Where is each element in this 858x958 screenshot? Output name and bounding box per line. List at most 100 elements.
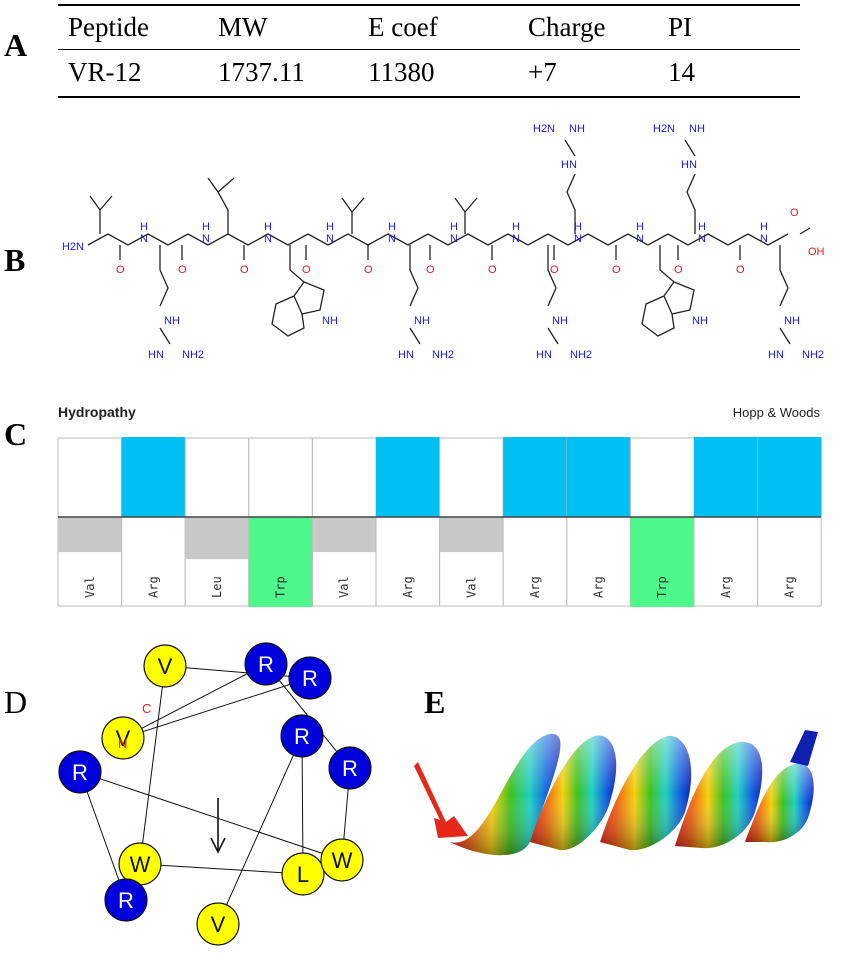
bond [271, 295, 305, 337]
wheel-connector [79, 771, 127, 901]
amide-n: N [140, 233, 148, 245]
bond [409, 327, 421, 345]
carbonyl-oxygen: O [612, 264, 621, 276]
helix-end [790, 730, 818, 766]
residue-name: Arg [719, 576, 733, 598]
hydropathy-title: Hydropathy [58, 404, 136, 420]
guanidine-h2n: H2N [653, 123, 675, 135]
hydropathy-bar [185, 517, 249, 560]
guanidine-nh: NH [784, 315, 800, 327]
bond [779, 245, 789, 307]
amide-n: N [512, 233, 520, 245]
carbonyl-oxygen: O [178, 264, 187, 276]
carbonyl-oxygen: O [116, 264, 125, 276]
hydropathy-bar [121, 437, 186, 517]
guanidine-nh: NH [689, 123, 705, 135]
guanidine-nh2: NH2 [802, 349, 824, 361]
wheel-residue-letter: R [258, 652, 274, 677]
carbonyl-oxygen: O [674, 264, 683, 276]
amide-h: H [202, 221, 210, 233]
bond [289, 245, 305, 283]
wheel-connector [301, 735, 304, 875]
hydropathy-scale: Hopp & Woods [733, 405, 821, 420]
bond [87, 233, 789, 246]
indole-nh: NH [692, 315, 708, 327]
bond [564, 139, 576, 157]
helix-turn-shade [600, 735, 692, 851]
bond [454, 197, 478, 234]
panel-letter-a: A [4, 27, 28, 63]
panel-letter-e: E [424, 684, 446, 720]
wheel-connector [217, 735, 303, 925]
wheel-residue-letter: W [332, 848, 353, 873]
header-e-coef: E coef [368, 11, 438, 42]
residue-name: Arg [592, 576, 606, 598]
amide-n: N [698, 233, 706, 245]
header-peptide: Peptide [68, 11, 149, 42]
carbonyl-oxygen: O [302, 264, 311, 276]
bond [207, 177, 235, 234]
amide-h: H [140, 221, 148, 233]
ribbon-arrow [414, 762, 468, 838]
wheel-residue-letter: V [211, 912, 226, 937]
panel-letter-b: B [4, 242, 26, 278]
wheel-residue-letter: R [302, 666, 318, 691]
wheel-residue-circle [244, 642, 288, 686]
amide-h: H [760, 221, 768, 233]
amide-n: N [326, 233, 334, 245]
wheel-residue-circle [58, 750, 102, 794]
wheel-connector [139, 665, 166, 865]
cell-charge: +7 [528, 57, 557, 88]
wheel-residue-circle [104, 878, 148, 922]
residue-name: Leu [210, 576, 224, 598]
residue-name: Val [464, 576, 478, 598]
guanidine-nh2: NH2 [570, 349, 592, 361]
residue-name: Val [337, 576, 351, 598]
helix-turn-shade [745, 763, 814, 843]
residue-name: Arg [782, 576, 796, 598]
carbonyl-oxygen: O [364, 264, 373, 276]
helix-turn-shade [675, 741, 763, 849]
header-charge: Charge [528, 11, 606, 42]
carbonyl-oxygen: O [488, 264, 497, 276]
carboxyl-oxygen: O [790, 207, 799, 219]
bond [341, 197, 365, 234]
amide-h: H [388, 221, 396, 233]
hydropathy-bar [757, 437, 822, 517]
guanidine-hn: HN [561, 159, 577, 171]
guanidine-nh: NH [552, 315, 568, 327]
bond [159, 327, 171, 345]
wheel-connector [164, 665, 311, 679]
wheel-residue-circle [320, 838, 364, 882]
amide-n: N [636, 233, 644, 245]
guanidine-hn: HN [536, 349, 552, 361]
wheel-residue-letter: L [297, 862, 309, 887]
wheel-residue-circle [328, 746, 372, 790]
hydropathy-bar [694, 437, 758, 517]
wheel-residue-circle [288, 656, 332, 700]
guanidine-nh: NH [414, 315, 430, 327]
wheel-residue-letter: V [158, 654, 173, 679]
residue-name: Arg [146, 576, 160, 598]
wheel-residue-letter: R [118, 888, 134, 913]
hydropathy-bar [503, 437, 567, 517]
hydropathy-bar [439, 517, 504, 553]
bond [659, 245, 675, 283]
hydropathy-bar [248, 517, 313, 607]
amide-h: H [264, 221, 272, 233]
hydropathy-bar [376, 437, 440, 517]
bond [641, 295, 675, 337]
guanidine-nh2: NH2 [432, 349, 454, 361]
bond [547, 245, 557, 307]
cell-peptide: VR-12 [68, 57, 142, 88]
bond [566, 173, 576, 234]
helix-ribbon-model [414, 730, 818, 856]
bond [663, 281, 695, 315]
amide-h: H [636, 221, 644, 233]
wheel-residue-letter: W [130, 852, 151, 877]
amide-h: H [574, 221, 582, 233]
hydropathy-bar [566, 437, 631, 517]
